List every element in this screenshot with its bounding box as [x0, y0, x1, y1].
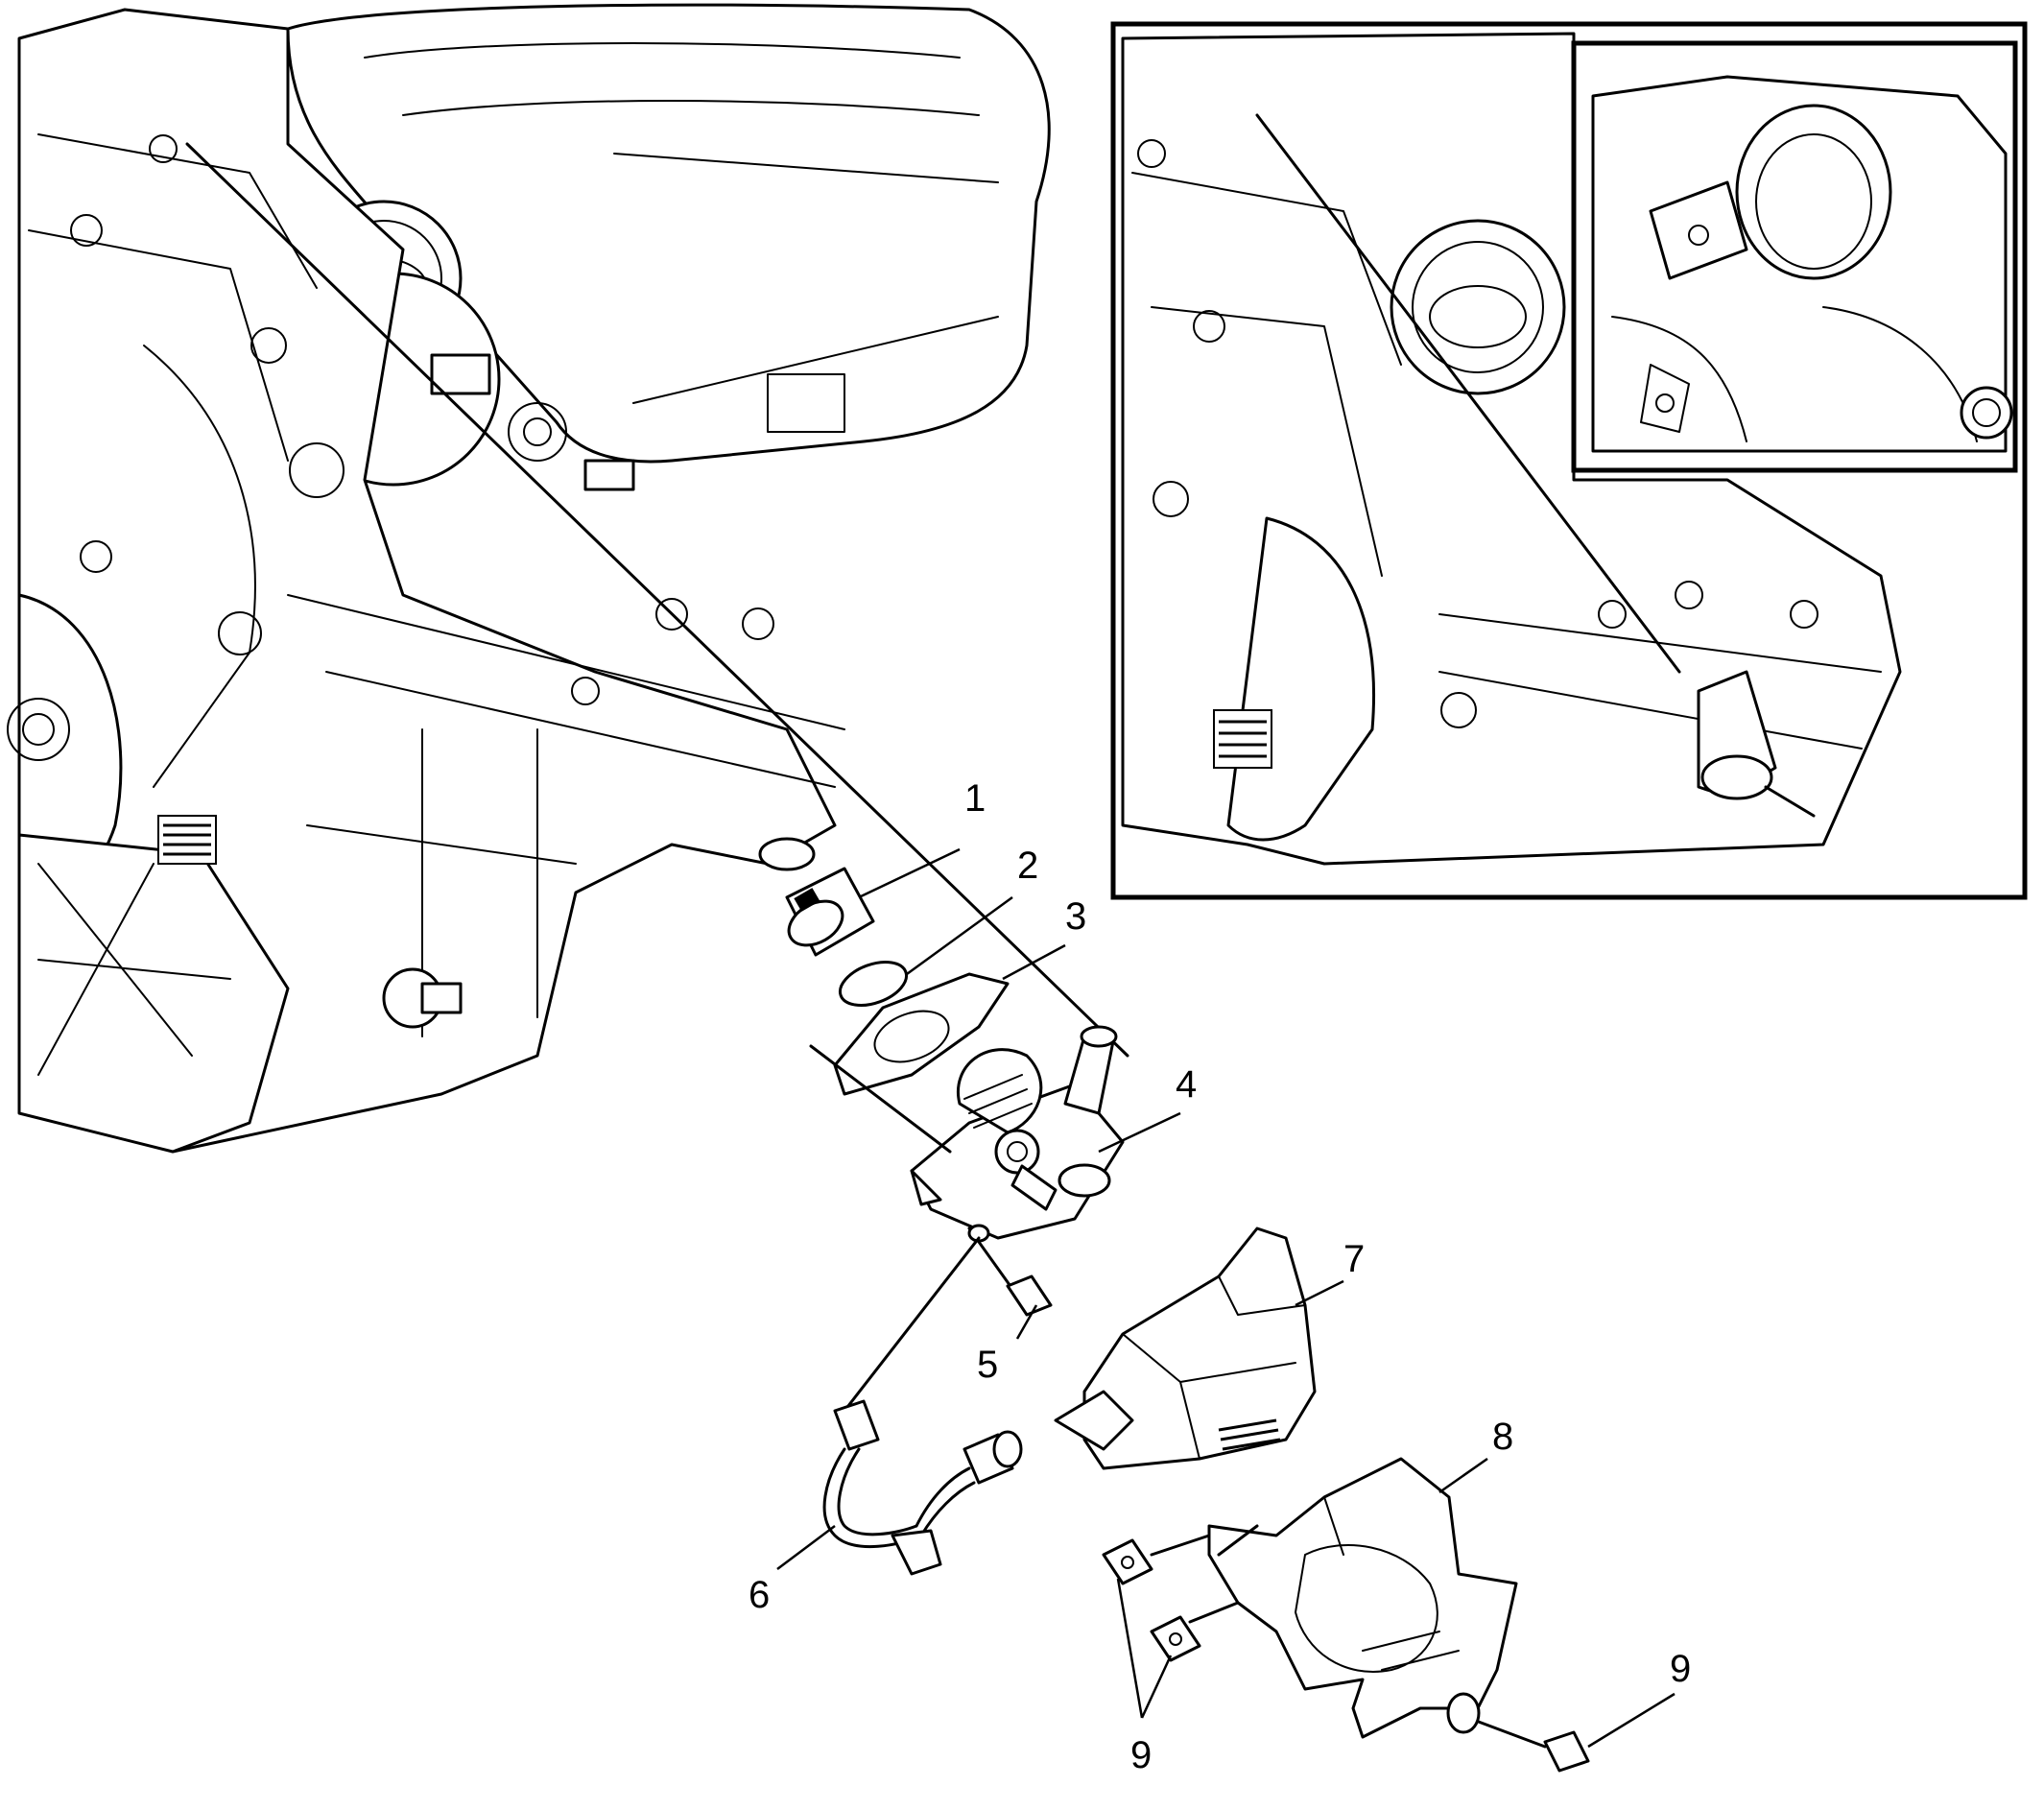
- engine-block: [7, 3, 1051, 1154]
- callout-8: 8: [1438, 1416, 1513, 1494]
- pump-follower: [785, 867, 875, 957]
- pump-cover: [1054, 1227, 1317, 1470]
- callout-9-left: 9: [1116, 1578, 1173, 1776]
- callout-label-4: 4: [1176, 1063, 1197, 1106]
- alignment-axis: [185, 142, 1129, 1058]
- callout-2: 2: [906, 845, 1038, 976]
- callout-label-9a: 9: [1130, 1734, 1152, 1776]
- callout-9-right: 9: [1587, 1648, 1691, 1749]
- callout-label-3: 3: [1065, 895, 1086, 938]
- fuel-pump: [910, 1025, 1125, 1240]
- callout-4: 4: [1098, 1063, 1197, 1154]
- shield-alignment: [1217, 1524, 1259, 1557]
- pump-gasket: [833, 972, 1010, 1096]
- callout-7: 7: [1295, 1238, 1365, 1307]
- callout-6: 6: [749, 1525, 836, 1616]
- callout-label-8: 8: [1492, 1416, 1513, 1458]
- gasket-alignment: [809, 1044, 952, 1154]
- pump-bolt: [967, 1224, 1053, 1317]
- callout-label-5: 5: [977, 1344, 998, 1386]
- callout-5: 5: [977, 1304, 1038, 1386]
- heat-shield-bolt-2: [1150, 1601, 1240, 1662]
- fuel-feed-pipe: [822, 1236, 1023, 1576]
- vent-grille-inset: [1213, 709, 1272, 769]
- zoom-inset: [1571, 40, 2018, 473]
- vent-grille-main: [157, 815, 217, 865]
- callout-3: 3: [1002, 895, 1086, 981]
- o-ring: [838, 961, 909, 1007]
- callout-label-1: 1: [964, 777, 986, 820]
- callout-label-9b: 9: [1670, 1648, 1691, 1690]
- heat-shield-bolt: [1102, 1534, 1211, 1585]
- detail-inset: [1110, 21, 2028, 900]
- heat-shield-bolt-3: [1446, 1692, 1590, 1773]
- callouts: 1 2 3 4 5 6 7 8: [749, 777, 1691, 1776]
- cover-grille: [1218, 1418, 1281, 1451]
- callout-label-7: 7: [1343, 1238, 1365, 1280]
- callout-label-2: 2: [1017, 845, 1038, 887]
- callout-label-6: 6: [749, 1574, 770, 1616]
- callout-1: 1: [858, 777, 986, 899]
